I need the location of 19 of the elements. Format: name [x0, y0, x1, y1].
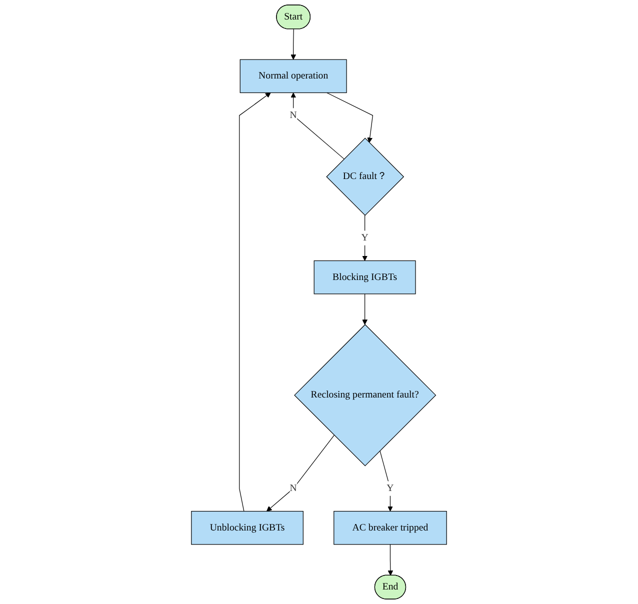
node-box: Unblocking IGBTs	[191, 510, 304, 545]
node-box: AC breaker tripped	[334, 510, 447, 545]
node-diamond: Reclosing permanent fault?	[294, 324, 436, 466]
arrow	[290, 28, 296, 60]
arrow	[290, 92, 344, 160]
arrow	[239, 92, 271, 512]
arrow	[362, 294, 368, 325]
arrow	[388, 544, 394, 576]
node-diamond: DC fault？	[326, 138, 404, 216]
arrow	[326, 92, 374, 143]
arrow	[362, 214, 368, 261]
edge-label: N	[290, 483, 297, 494]
edge-label: N	[290, 110, 297, 120]
edge-label: Y	[361, 232, 368, 243]
arrow	[266, 434, 334, 512]
edge-label: Y	[386, 483, 394, 494]
arrow	[380, 450, 393, 512]
node-box: Normal operation	[240, 59, 347, 94]
node-box: Blocking IGBTs	[314, 260, 416, 294]
